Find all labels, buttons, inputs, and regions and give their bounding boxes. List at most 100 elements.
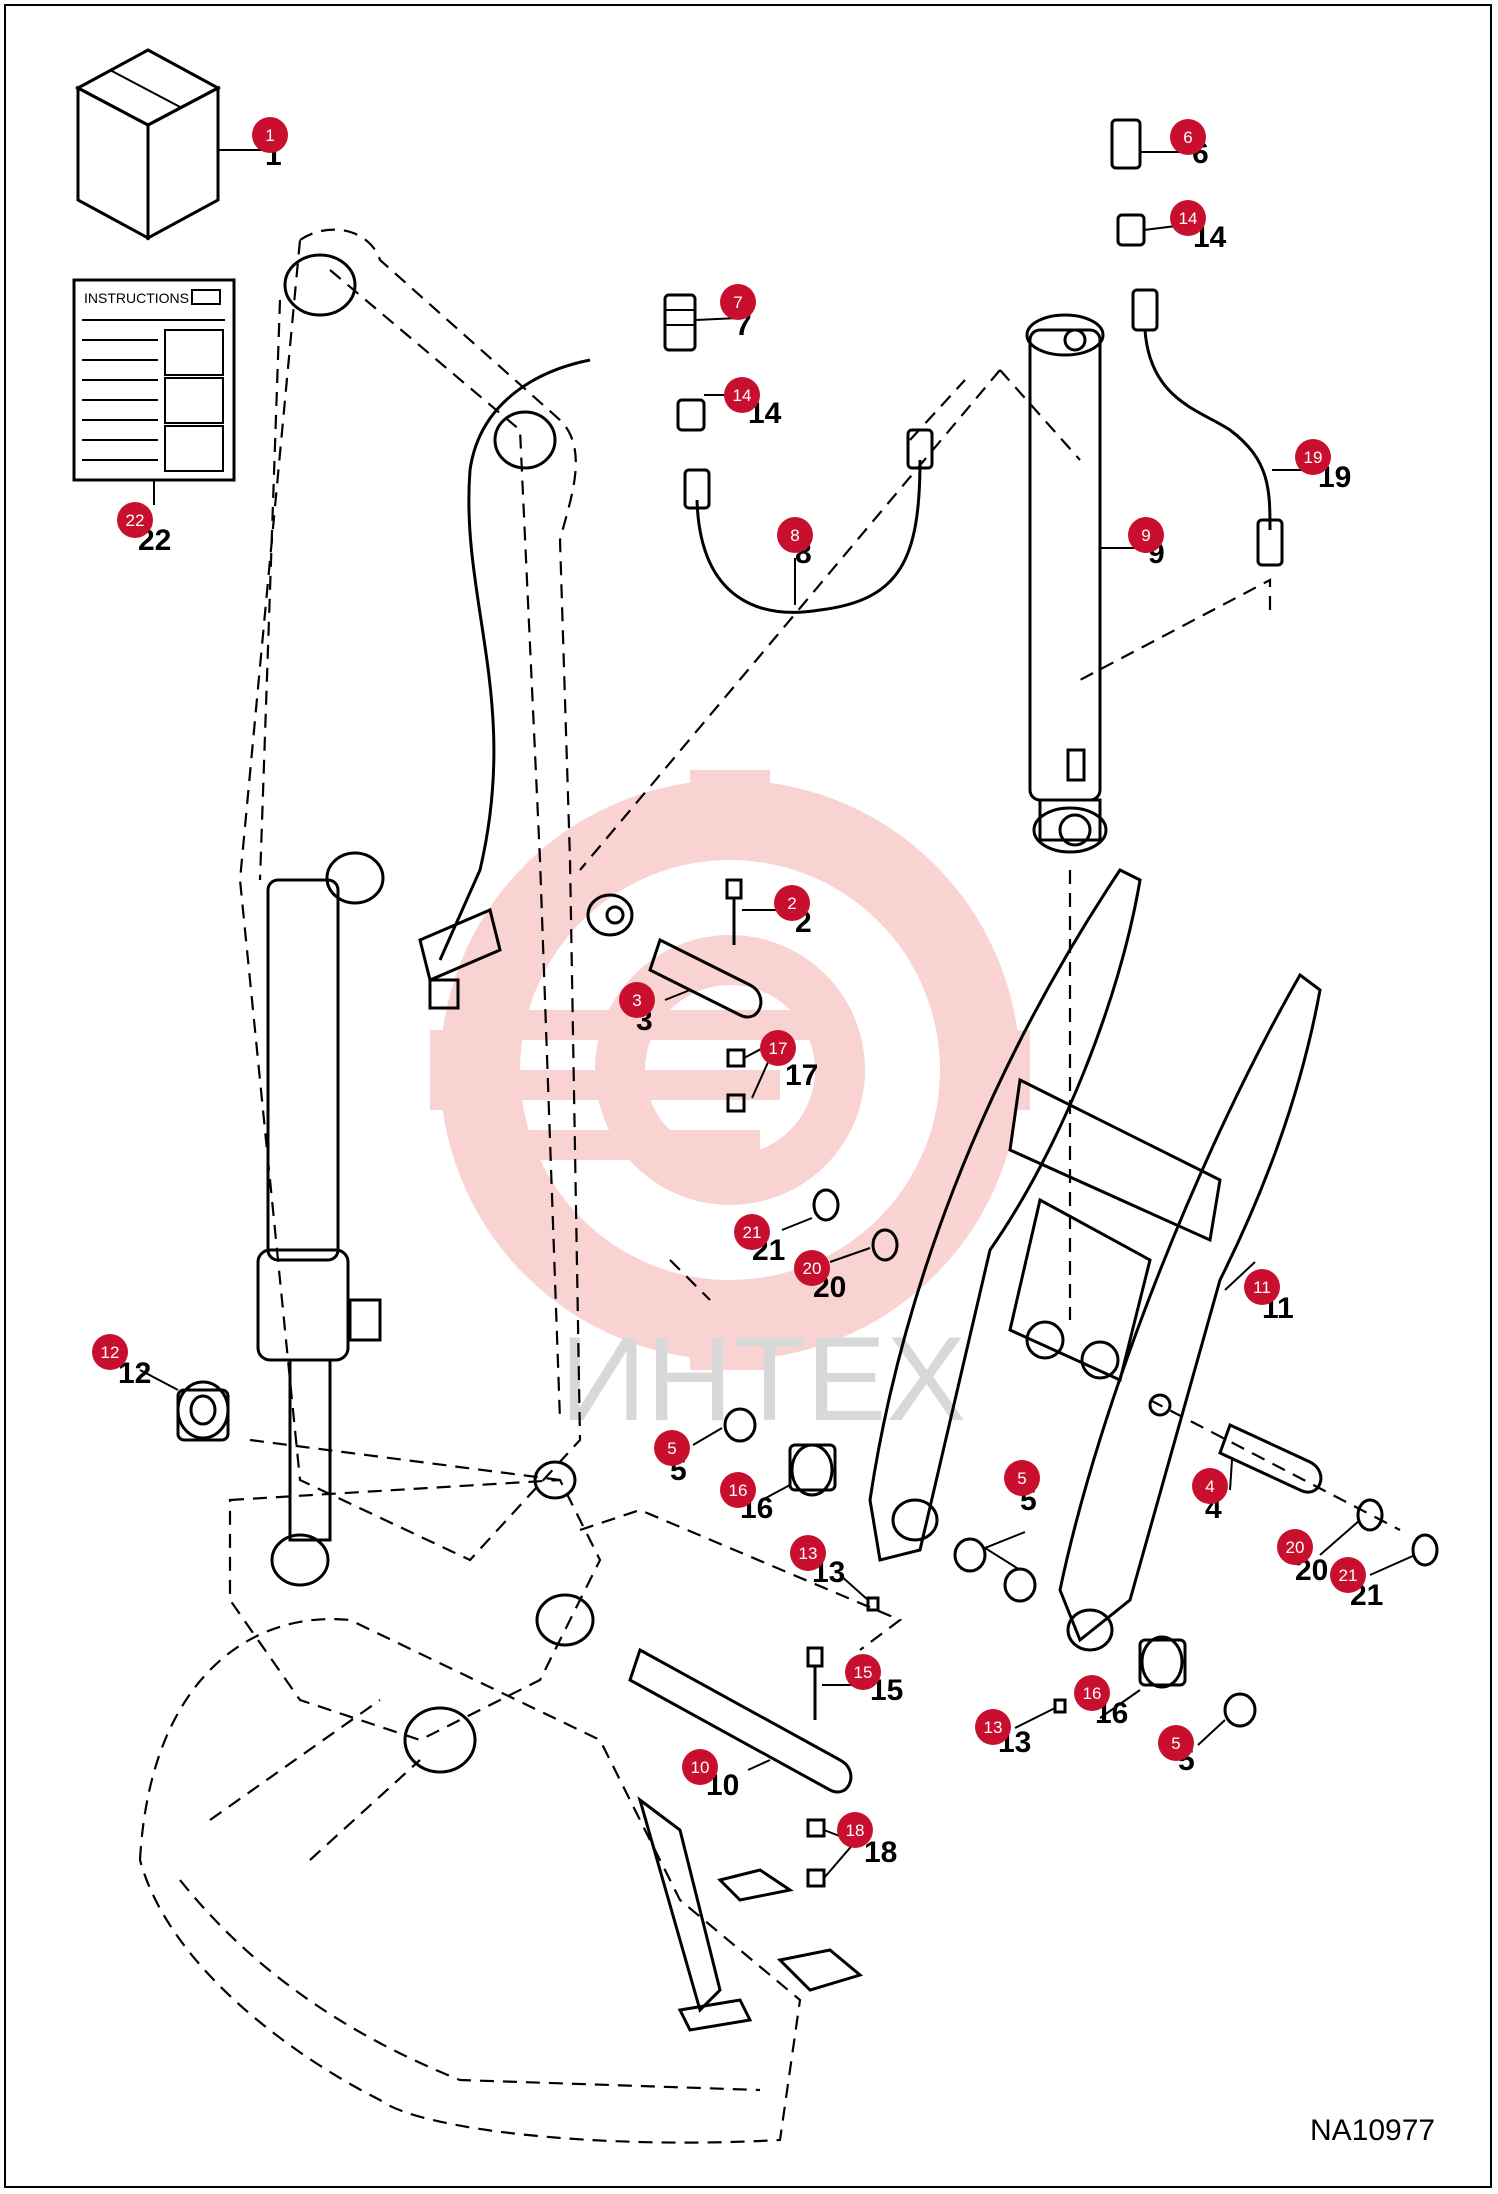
callout-badge-circle: [1244, 1269, 1280, 1305]
callout-badge-circle: [837, 1812, 873, 1848]
callout-badge-number: 5: [1017, 1469, 1026, 1488]
callout-badge: 11: [1244, 1269, 1280, 1305]
callout-badge-number: 21: [1339, 1566, 1358, 1585]
callout-badge-number: 20: [803, 1259, 822, 1278]
bucket-linkage-outline: [228, 1460, 602, 1774]
callout-badge-number: 11: [1253, 1278, 1271, 1297]
part-oring-21-lower: [1411, 1533, 1439, 1567]
callout-badge-circle: [777, 517, 813, 553]
drawing-frame: [4, 4, 1492, 2188]
callout-badge: 13: [790, 1535, 826, 1571]
part-number-17: 17: [785, 1059, 818, 1092]
bucket-outline: [138, 1618, 864, 2144]
callout-badge-number: 14: [1179, 209, 1198, 228]
callout-badge: 12: [92, 1334, 128, 1370]
callout-badge-circle: [760, 1030, 796, 1066]
callout-badge-number: 5: [1171, 1734, 1180, 1753]
callout-badge-circle: [682, 1749, 718, 1785]
boom-arm-outline: [238, 228, 582, 1562]
callout-badge: 18: [837, 1812, 873, 1848]
callout-badge: 2: [774, 885, 810, 921]
callout-badge: 15: [845, 1654, 881, 1690]
callout-badge: 6: [1170, 119, 1206, 155]
part-oring-5-c: [1003, 1567, 1037, 1603]
callout-badge-circle: [1330, 1557, 1366, 1593]
callout-badge-circle: [1295, 439, 1331, 475]
part-number-18: 18: [864, 1836, 897, 1869]
callout-badge-number: 8: [790, 526, 799, 545]
callout-badge: 16: [1074, 1675, 1110, 1711]
callout-badge: 20: [1277, 1529, 1313, 1565]
callout-badge: 7: [720, 284, 756, 320]
part-hose-19: [1131, 288, 1284, 567]
watermark-text: ИНТЕХ: [560, 1312, 966, 1446]
assembly-guide-lines: [249, 369, 1401, 1651]
callout-badge-number: 19: [1304, 448, 1323, 467]
part-bushing-16-b: [1138, 1635, 1187, 1689]
callout-badge-circle: [720, 284, 756, 320]
callout-badge-number: 5: [667, 1439, 676, 1458]
callout-badge-number: 13: [984, 1718, 1003, 1737]
part-pin-10: [628, 1647, 853, 1794]
part-instructions-manual: [72, 278, 236, 482]
callout-badge-number: 21: [743, 1223, 762, 1242]
callout-badge-number: 12: [101, 1343, 120, 1362]
part-oring-5-a: [723, 1407, 757, 1443]
callout-badge-circle: [619, 982, 655, 1018]
callout-badge: 16: [720, 1472, 756, 1508]
callout-badge: 5: [1004, 1460, 1040, 1496]
callout-badge: 9: [1128, 517, 1164, 553]
callout-badge-circle: [1004, 1460, 1040, 1496]
callout-badge-circle: [1074, 1675, 1110, 1711]
callout-badge-circle: [1192, 1468, 1228, 1504]
part-pin-4: [1218, 1422, 1323, 1494]
part-bushing-12: [176, 1380, 230, 1442]
part-oring-20-upper: [871, 1228, 899, 1262]
callout-badge: 17: [760, 1030, 796, 1066]
part-bolt-15: [806, 1646, 824, 1720]
callout-badge-circle: [1277, 1529, 1313, 1565]
callout-badge-circle: [720, 1472, 756, 1508]
callout-badge: 19: [1295, 439, 1331, 475]
callout-badge: 10: [682, 1749, 718, 1785]
callout-badge-number: 10: [691, 1758, 710, 1777]
callout-badge-number: 20: [1286, 1538, 1305, 1557]
callout-badge: 14: [724, 377, 760, 413]
part-oring-21-upper: [812, 1188, 840, 1222]
callout-badge-number: 13: [799, 1544, 818, 1563]
part-grease-fitting-13-b: [1053, 1698, 1067, 1714]
part-hose-8: [683, 428, 934, 614]
callout-badge-number: 15: [854, 1663, 873, 1682]
part-fitting-7: [663, 293, 697, 352]
part-cylinder-9: [1025, 313, 1108, 854]
callout-badge-circle: [92, 1334, 128, 1370]
callout-badge-circle: [1158, 1725, 1194, 1761]
callout-badge-number: 1: [265, 126, 274, 145]
callout-badge: 21: [1330, 1557, 1366, 1593]
callout-badge-circle: [252, 117, 288, 153]
part-grease-fitting-13-a: [866, 1596, 880, 1612]
hose-bracket: [418, 907, 502, 1010]
instructions-title: INSTRUCTIONS: [84, 290, 189, 306]
callout-badge-number: 22: [126, 511, 145, 530]
callout-badge-number: 3: [632, 991, 641, 1010]
callout-badge-circle: [654, 1430, 690, 1466]
callout-badge-number: 18: [846, 1821, 865, 1840]
callout-badge: 1: [252, 117, 288, 153]
callout-badge-circle: [774, 885, 810, 921]
callout-badge-number: 14: [733, 386, 752, 405]
boom-hose: [438, 358, 591, 961]
callout-badge-circle: [1170, 200, 1206, 236]
part-box-kit: [74, 48, 222, 241]
callout-badge: 13: [975, 1709, 1011, 1745]
boom-cylinder: [256, 878, 382, 1542]
callout-badge-circle: [790, 1535, 826, 1571]
callout-badge-circle: [117, 502, 153, 538]
callout-badge-circle: [724, 377, 760, 413]
part-bolt-2: [725, 878, 743, 945]
part-bushing-16-a: [788, 1443, 837, 1497]
callout-badge-number: 16: [729, 1481, 748, 1500]
callout-badge: 20: [794, 1250, 830, 1286]
callout-badge: 8: [777, 517, 813, 553]
